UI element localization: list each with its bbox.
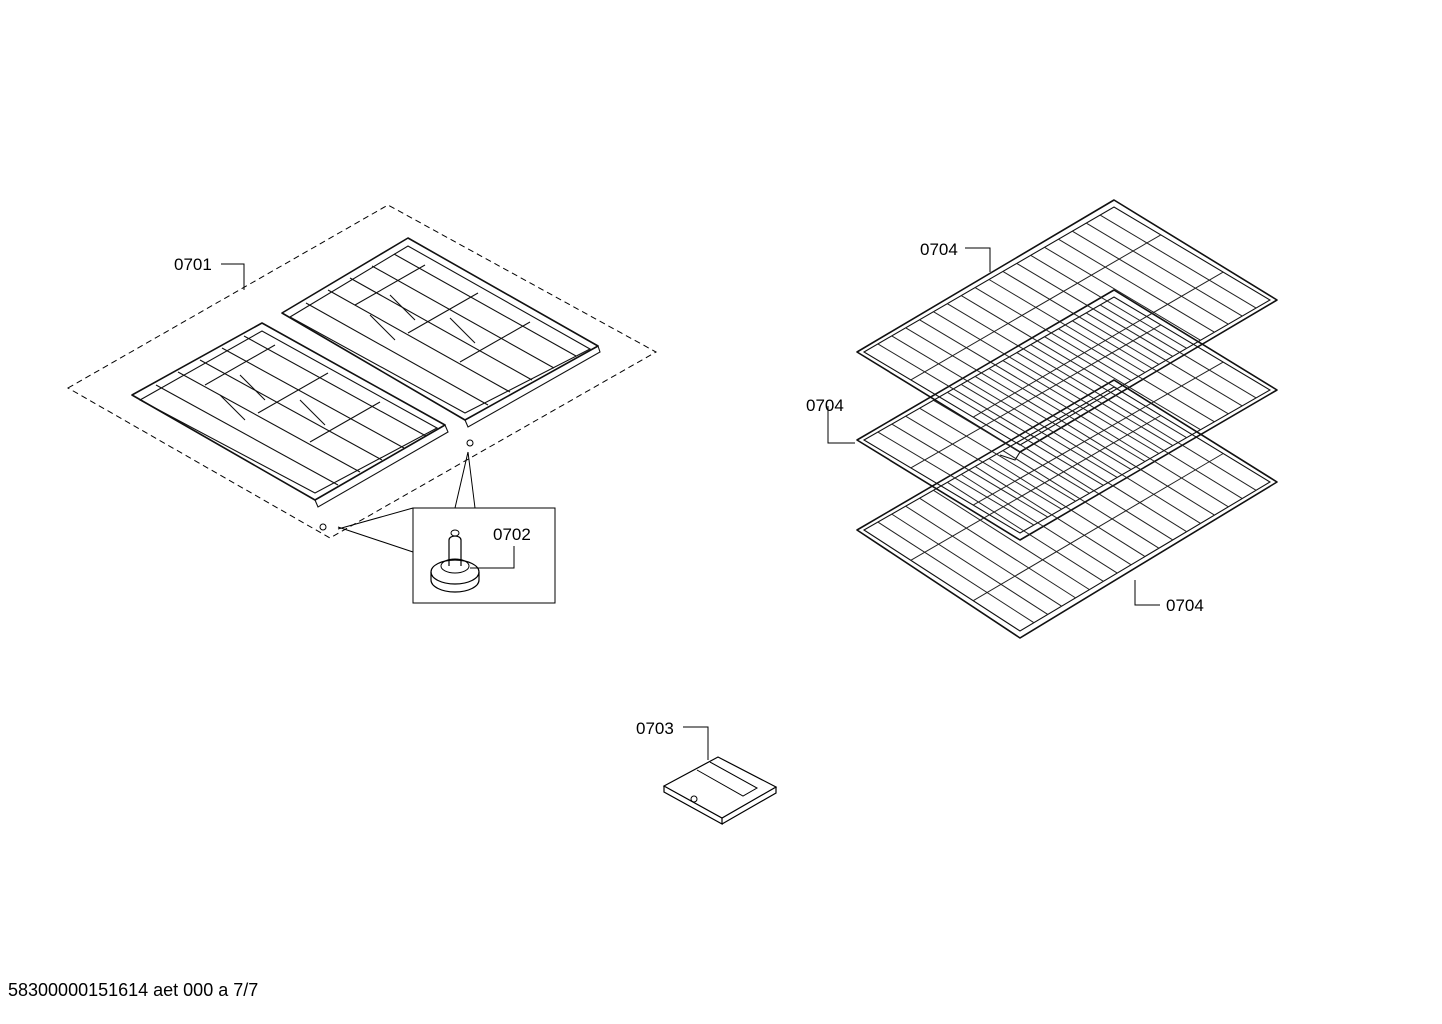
rack-wire (1072, 410, 1229, 508)
rack-wire (988, 279, 1146, 373)
rack-wire (891, 423, 1049, 518)
rack-wire (1002, 271, 1160, 365)
rack-wire (947, 303, 1104, 398)
rack-wire (1016, 442, 1174, 541)
rack-wire (1085, 402, 1243, 499)
rack-wire (1099, 394, 1257, 491)
rack-crossbar (972, 361, 1224, 506)
right-grate (281, 237, 601, 428)
rack-wire (891, 513, 1049, 615)
grates-assembly (66, 204, 658, 539)
rack-wire (891, 335, 1049, 430)
rack-wire (1002, 360, 1160, 454)
rack-wire (960, 473, 1118, 574)
rack-wire (919, 407, 1076, 502)
rack-wire (974, 466, 1132, 566)
rack-bottom (856, 379, 1278, 639)
grate-foot-detail (337, 451, 556, 604)
rack-wire (1030, 254, 1187, 349)
rack-wire (877, 431, 1035, 526)
left-grate (131, 322, 449, 508)
rack-wire (877, 521, 1035, 624)
rack-wire (1099, 214, 1257, 309)
callout-0703: 0703 (636, 719, 674, 738)
rack-wire (988, 368, 1146, 462)
rack-wire (974, 287, 1132, 381)
rack-crossbar (972, 453, 1224, 602)
rack-wire (1030, 434, 1187, 533)
rack-wire (1072, 320, 1229, 415)
rack-wire (1044, 426, 1201, 524)
rack-wire (1058, 418, 1215, 516)
rack-wire (947, 391, 1104, 486)
rack-wire (905, 505, 1062, 607)
oven-racks (827, 199, 1278, 639)
drawing-number-footer: 58300000151614 aet 000 a 7/7 (8, 980, 259, 1000)
rack-wire (1058, 238, 1215, 333)
rack-wire (1085, 222, 1243, 317)
callout-0702: 0702 (493, 525, 531, 544)
rack-wire (1099, 304, 1257, 399)
bracket (662, 726, 778, 826)
rack-wire (1085, 312, 1243, 407)
rack-crossbar (972, 271, 1224, 418)
rack-wire (1058, 328, 1215, 423)
rack-crossbar (910, 234, 1162, 381)
rack-wire (960, 295, 1118, 390)
rack-wire (905, 327, 1062, 422)
rack-wire (919, 497, 1076, 599)
rack-wire (919, 319, 1076, 414)
rack-wire (933, 489, 1090, 591)
rack-wire (960, 383, 1118, 478)
rack-wire (947, 481, 1104, 582)
rack-wire (988, 458, 1146, 557)
rack-wire (1016, 262, 1174, 357)
rack-wire (1016, 352, 1174, 447)
callout-0704-bottom: 0704 (1166, 596, 1204, 615)
callout-0704-middle: 0704 (806, 396, 844, 415)
rack-wire (1072, 230, 1229, 325)
rack-crossbar (910, 415, 1162, 561)
rack-wire (974, 376, 1132, 470)
rack-wire (905, 415, 1062, 510)
rack-crossbar (910, 324, 1162, 469)
rack-wire (1044, 336, 1201, 431)
rack-wire (1002, 450, 1160, 549)
callout-0701: 0701 (174, 255, 212, 274)
rack-wire (1030, 344, 1187, 439)
callout-0704-top: 0704 (920, 240, 958, 259)
rack-wire (933, 311, 1090, 406)
rack-wire (1044, 246, 1201, 341)
rack-wire (877, 343, 1035, 438)
rack-wire (933, 399, 1090, 494)
